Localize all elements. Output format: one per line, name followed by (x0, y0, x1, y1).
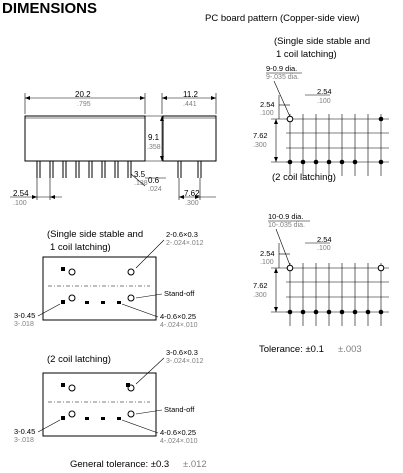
pcb-hole (300, 159, 306, 165)
pcb-top-pitch-v-mm: 2.54 (260, 100, 275, 109)
bv1-pins-mm: 4-0.6×0.25 (160, 312, 196, 321)
row-spacing-mm: 7.62 (184, 189, 200, 198)
pcb-top-holes-mm: 9-0.9 dia. (266, 64, 297, 73)
pin-length-mm: 3.5 (134, 170, 146, 179)
pcb-hole (300, 309, 306, 315)
pcb-hole (365, 309, 371, 315)
pcb-hole (286, 115, 294, 123)
pcb-hole (377, 264, 385, 272)
bv2-standoff-top-mm: 3-0.6×0.3 (166, 348, 198, 357)
bv1-caption-1: (Single side stable and (47, 229, 143, 240)
relay-body-end (162, 115, 217, 162)
pcb-bottom-holes-mm: 10-0.9 dia. (268, 212, 303, 221)
bv1-standoff-label: Stand-off (164, 289, 195, 298)
pitch-in: .100 (13, 200, 27, 207)
pcb-bottom-pitch-v-mm: 2.54 (260, 249, 275, 258)
pcb-hole (378, 309, 384, 315)
page-title: DIMENSIONS (2, 0, 97, 17)
bv1-standoff-left-mm: 3-0.45 (14, 311, 35, 320)
pcb-top-pitch-v-in: .100 (260, 110, 274, 117)
pcb-pattern-title: PC board pattern (Copper-side view) (205, 13, 360, 24)
pcb-top-pitch-h-in: .100 (317, 98, 331, 105)
bv2-caption: (2 coil latching) (47, 354, 111, 365)
tolerance-inch: ±.003 (338, 344, 362, 355)
pcb-bottom-caption: (2 coil latching) (272, 172, 336, 183)
bv2-outline (42, 372, 157, 437)
pcb-hole (352, 159, 358, 165)
pin-width-mm: 0.6 (148, 176, 160, 185)
pcb-top-row-gap-in: .300 (253, 142, 267, 149)
length-mm: 20.2 (75, 90, 91, 99)
bv1-standoff-top-mm: 2-0.6×0.3 (166, 230, 198, 239)
pitch-mm: 2.54 (13, 189, 29, 198)
tolerance-label: Tolerance: ±0.1 (259, 344, 324, 355)
pcb-pattern-bottom: (2 coil latching) 10-0.9 dia. 10-.035 di… (253, 172, 389, 326)
bv1-pins-in: 4-.024×.010 (160, 322, 198, 329)
pcb-hole (313, 309, 319, 315)
pcb-bottom-row-gap-mm: 7.62 (253, 281, 268, 290)
pcb-top-row-gap-mm: 7.62 (253, 131, 268, 140)
general-tolerance-inch: ±.012 (183, 459, 207, 470)
pcb-hole (326, 159, 332, 165)
pcb-hole (378, 159, 384, 165)
general-tolerance-label: General tolerance: ±0.3 (70, 459, 169, 470)
bv2-standoff-label: Stand-off (164, 405, 195, 414)
pcb-hole (339, 309, 345, 315)
row-spacing-in: .300 (185, 200, 199, 207)
bottom-view-single-side: (Single side stable and 1 coil latching)… (14, 229, 204, 329)
relay-end-view: 11.2 .441 7.62 .300 (161, 90, 217, 207)
pin-width-in: .024 (148, 186, 162, 193)
height-mm: 9.1 (148, 133, 160, 142)
bv2-standoff-left-mm: 3-0.45 (14, 427, 35, 436)
pcb-hole (287, 309, 293, 315)
bv1-standoff-left-in: 3-.018 (14, 321, 34, 328)
pcb-top-pitch-h-mm: 2.54 (317, 87, 332, 96)
pcb-top-grid (286, 114, 389, 176)
pcb-hole (287, 159, 293, 165)
height-in: .358 (147, 144, 161, 151)
pcb-hole (378, 116, 384, 122)
pcb-bottom-row-gap-in: .300 (253, 292, 267, 299)
pcb-bottom-pitch-h-mm: 2.54 (317, 235, 332, 244)
relay-body-side (24, 115, 146, 162)
pcb-hole (286, 264, 294, 272)
bv1-caption-2: 1 coil latching) (50, 242, 111, 253)
bottom-view-2-coil: (2 coil latching) 3-0.6×0.3 3-.024×.012 … (14, 348, 204, 445)
bv2-pins-mm: 4-0.6×0.25 (160, 428, 196, 437)
pcb-top-caption-2: 1 coil latching) (276, 49, 337, 60)
pin-length-in: .138 (134, 180, 148, 187)
pcb-hole (326, 309, 332, 315)
bv2-standoff-left-in: 3-.018 (14, 437, 34, 444)
pcb-hole (313, 159, 319, 165)
relay-side-view: 20.2 .795 9.1 .358 (10, 90, 166, 207)
pcb-hole (352, 309, 358, 315)
bv2-pins-in: 4-.024×.010 (160, 438, 198, 445)
width-mm: 11.2 (183, 90, 199, 99)
pcb-bottom-pitch-h-in: .100 (317, 245, 331, 252)
bv1-standoff-top-in: 2-.024×.012 (166, 240, 204, 247)
length-in: .795 (77, 101, 91, 108)
pcb-hole (339, 159, 345, 165)
pcb-bottom-pitch-v-in: .100 (260, 259, 274, 266)
pcb-pattern-top: (Single side stable and 1 coil latching)… (253, 36, 389, 176)
side-pins (36, 161, 132, 178)
pcb-top-holes-in: 9-.035 dia. (266, 74, 299, 81)
width-in: .441 (183, 101, 197, 108)
bv2-standoff-top-in: 3-.024×.012 (166, 358, 204, 365)
pcb-bottom-grid (286, 263, 389, 326)
pcb-top-caption-1: (Single side stable and (274, 36, 370, 47)
pcb-bottom-holes-in: 10-.035 dia. (268, 222, 305, 229)
bv1-outline (42, 256, 157, 321)
